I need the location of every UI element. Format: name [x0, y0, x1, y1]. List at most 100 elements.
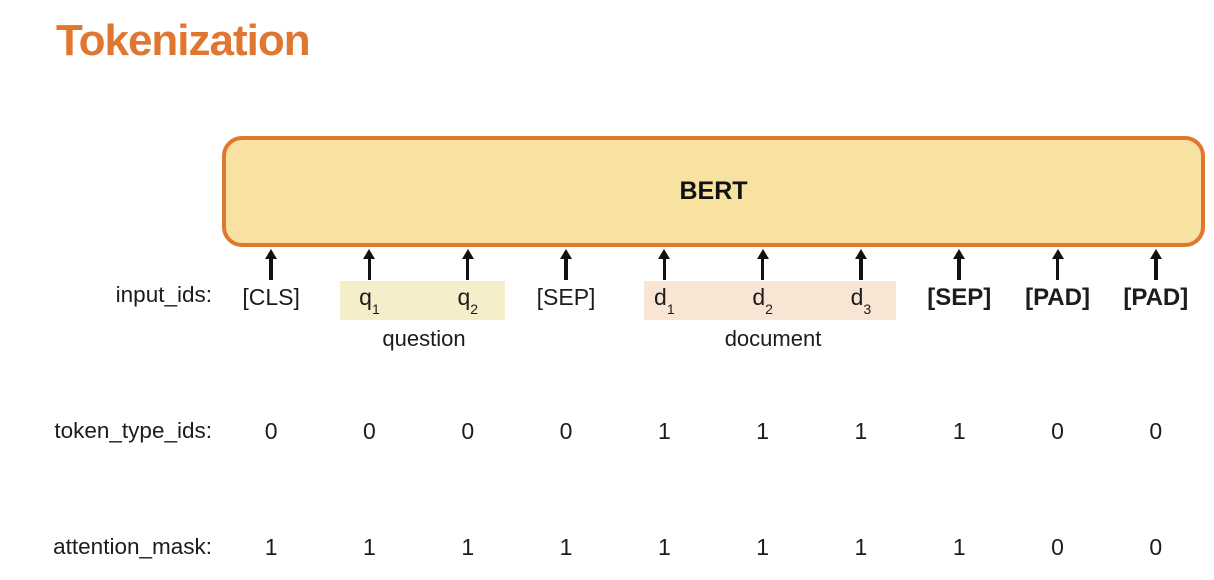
token-pad-1: [PAD]	[1008, 279, 1106, 319]
token-type-id-value: 0	[461, 417, 475, 444]
arrow-head	[363, 249, 376, 259]
question-highlight	[340, 281, 505, 320]
arrow-stem	[465, 259, 470, 280]
up-arrow-icon	[461, 249, 474, 280]
document-group-label: document	[724, 326, 822, 351]
token-base: [SEP]	[536, 284, 596, 311]
token-subscript: 1	[371, 300, 380, 317]
token-type-id-value: 1	[952, 417, 966, 444]
token-type-id-value: 0	[1149, 417, 1163, 444]
up-arrow-icon	[658, 249, 671, 280]
arrow-stem	[269, 259, 273, 280]
arrow-stem	[1154, 259, 1158, 280]
token-type-ids-label: token_type_ids:	[54, 418, 212, 443]
token-type-id-value: 0	[1051, 417, 1064, 444]
token-subscript: 3	[863, 300, 872, 317]
bert-model-label: BERT	[679, 177, 748, 205]
up-arrow-icon	[560, 249, 573, 280]
document-highlight	[644, 281, 896, 320]
token-type-id-value: 0	[559, 417, 573, 444]
page-title: Tokenization	[56, 16, 311, 65]
token-type-ids-row: 0 0 0 0 1 1 1 1 0 0	[222, 416, 1205, 446]
token-q1: q1	[320, 279, 418, 319]
token-type-id-value: 1	[756, 417, 770, 444]
attention-mask-value: 1	[657, 533, 671, 560]
token-d1: d1	[615, 279, 713, 319]
arrow-head	[560, 249, 573, 259]
up-arrow-icon	[910, 249, 1008, 280]
question-group-label: question	[382, 326, 466, 351]
token-base: q	[457, 284, 471, 311]
token-text: q2	[457, 284, 479, 317]
up-arrow-icon	[1008, 249, 1106, 280]
up-arrow-icon	[419, 249, 517, 280]
token-type-id-value: 1	[657, 417, 671, 444]
token-text: [CLS]	[242, 284, 300, 314]
up-arrow-icon	[1051, 249, 1064, 280]
arrow-stem	[662, 259, 667, 280]
token-text: [SEP]	[537, 284, 596, 314]
token-subscript: 1	[666, 300, 675, 317]
token-text: [SEP]	[927, 284, 991, 314]
token-text: d1	[654, 284, 675, 317]
up-arrow-icon	[1107, 249, 1205, 280]
token-d3: d3	[812, 279, 910, 319]
attention-mask-value: 1	[363, 533, 376, 560]
arrow-head	[953, 249, 966, 259]
token-base: d	[850, 284, 864, 311]
arrow-head	[265, 249, 278, 259]
arrow-head	[1149, 249, 1162, 259]
token-q2: q2	[419, 279, 517, 319]
token-text: q1	[359, 284, 380, 317]
attention-mask-value: 1	[264, 533, 278, 560]
arrow-stem	[760, 259, 765, 280]
arrow-head	[461, 249, 474, 259]
arrow-head	[756, 249, 769, 259]
up-arrow-icon	[756, 249, 769, 280]
attention-mask-value: 1	[952, 533, 966, 560]
token-base: [CLS]	[242, 284, 300, 311]
attention-mask-value: 1	[461, 533, 475, 560]
up-arrow-icon	[517, 249, 615, 280]
up-arrow-icon	[1149, 249, 1162, 280]
token-base: q	[359, 284, 372, 311]
attention-mask-label: attention_mask:	[53, 534, 212, 559]
token-subscript: 2	[470, 300, 479, 317]
up-arrow-icon	[953, 249, 966, 280]
attention-mask-value: 1	[854, 533, 868, 560]
input-ids-label: input_ids:	[115, 282, 212, 307]
token-type-id-value: 0	[264, 417, 278, 444]
up-arrow-icon	[222, 249, 320, 280]
token-text: d3	[850, 284, 872, 317]
arrows-row	[222, 249, 1205, 280]
token-cls: [CLS]	[222, 279, 320, 319]
token-text: [PAD]	[1025, 284, 1090, 314]
token-d2: d2	[713, 279, 811, 319]
up-arrow-icon	[713, 249, 811, 280]
input-ids-tokens-row: [CLS] q1 q2 [SEP] d1 d2 d3 [SEP] [PAD] […	[222, 279, 1205, 319]
up-arrow-icon	[812, 249, 910, 280]
up-arrow-icon	[265, 249, 278, 280]
attention-mask-value: 0	[1051, 533, 1064, 560]
attention-mask-value: 1	[756, 533, 770, 560]
token-text: d2	[752, 284, 773, 317]
token-pad-2: [PAD]	[1107, 279, 1205, 319]
token-base: [PAD]	[1025, 284, 1090, 312]
token-base: d	[752, 284, 766, 311]
token-base: d	[654, 284, 667, 311]
token-base: [PAD]	[1123, 284, 1189, 312]
up-arrow-icon	[615, 249, 713, 280]
bert-model-box: BERT	[222, 136, 1205, 247]
up-arrow-icon	[363, 249, 376, 280]
token-text: [PAD]	[1123, 284, 1188, 314]
arrow-head	[1051, 249, 1064, 259]
attention-mask-row: 1 1 1 1 1 1 1 1 0 0	[222, 532, 1205, 562]
token-type-id-value: 0	[363, 417, 376, 444]
arrow-head	[854, 249, 867, 259]
attention-mask-value: 1	[559, 533, 573, 560]
token-subscript: 2	[765, 300, 773, 317]
arrow-head	[658, 249, 671, 259]
up-arrow-icon	[854, 249, 867, 280]
token-type-id-value: 1	[854, 417, 868, 444]
